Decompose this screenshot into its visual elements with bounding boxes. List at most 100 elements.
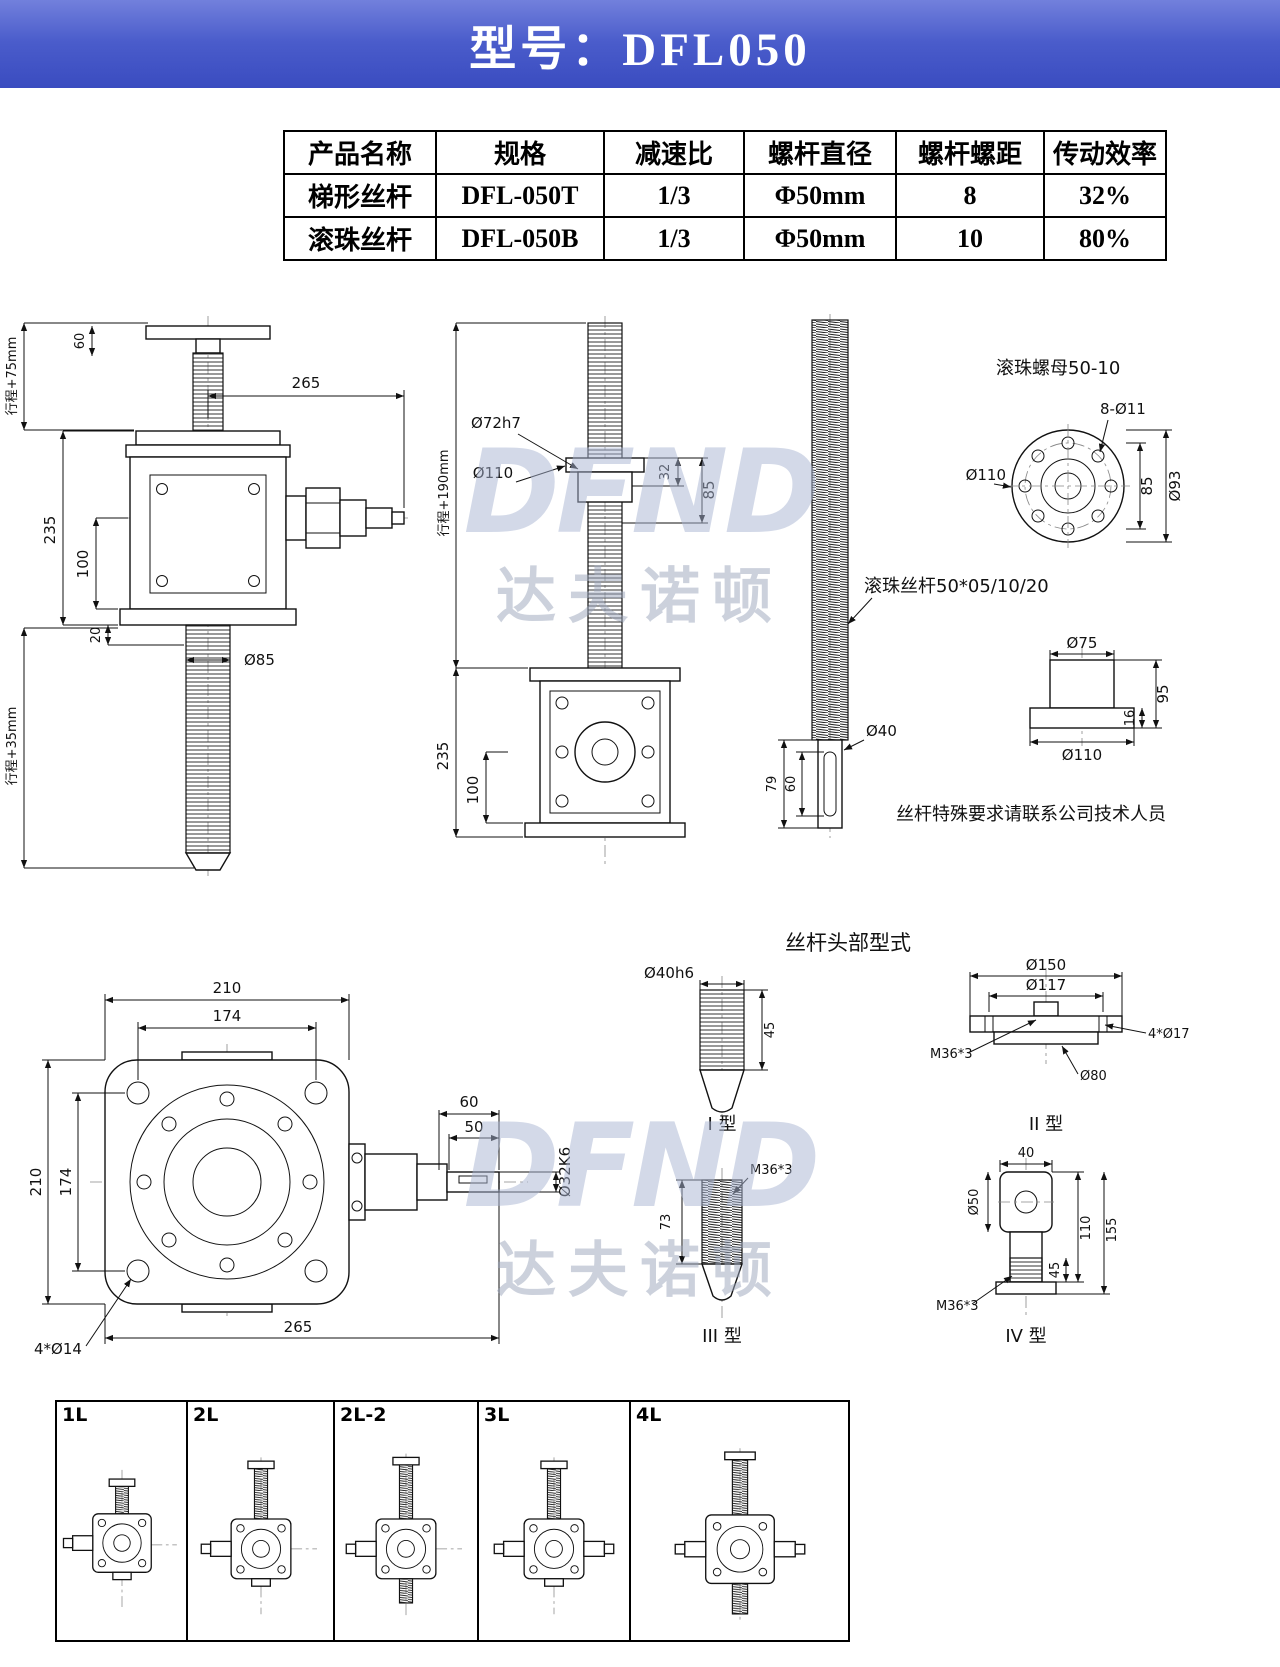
head-types-drawing: 丝杆头部型式 Ø40h6 45 I 型 bbox=[644, 931, 1190, 1347]
config-label: 2L bbox=[193, 1404, 219, 1426]
config-cell-2l: 2L bbox=[188, 1402, 335, 1640]
dim-label: 60 bbox=[459, 1093, 478, 1111]
config-label: 4L bbox=[636, 1404, 662, 1426]
dim-label: 174 bbox=[57, 1168, 75, 1197]
dim-label: 73 bbox=[659, 1214, 674, 1231]
dim-label: Ø40 bbox=[866, 722, 897, 740]
dim-label: Ø150 bbox=[1026, 956, 1066, 974]
cell: DFL-050T bbox=[435, 173, 605, 218]
config-cell-4l: 4L bbox=[631, 1402, 848, 1640]
config-drawing-2l-2 bbox=[345, 1453, 462, 1618]
dim-label: 20 bbox=[89, 627, 104, 644]
cell: 8 bbox=[895, 173, 1045, 218]
ball-nut-end-view bbox=[1006, 424, 1130, 548]
spec-table: 产品名称 规格 减速比 螺杆直径 螺杆螺距 传动效率 梯形丝杆 DFL-050T… bbox=[283, 130, 1168, 261]
page-title: 型号：DFL050 bbox=[469, 23, 811, 76]
col-header-pitch: 螺杆螺距 bbox=[895, 130, 1045, 175]
head-type-2: Ø150 Ø117 4*Ø17 M36*3 Ø80 II 型 bbox=[930, 956, 1190, 1135]
col-header-spec: 规格 bbox=[435, 130, 605, 175]
dim-label: 4*Ø17 bbox=[1148, 1027, 1190, 1042]
dim-label: 210 bbox=[27, 1168, 45, 1197]
config-drawing-2l bbox=[200, 1457, 317, 1615]
dim-label: 8-Ø11 bbox=[1100, 400, 1146, 418]
dim-label: Ø110 bbox=[966, 466, 1006, 484]
dim-label: Ø110 bbox=[1062, 746, 1102, 764]
top-view-drawing: 210 174 210 174 60 50 Ø32K6 bbox=[27, 979, 574, 1358]
cell: 1/3 bbox=[603, 173, 745, 218]
dim-label: Ø75 bbox=[1067, 634, 1098, 652]
header-banner: 型号：DFL050 bbox=[0, 0, 1280, 88]
dim-label: M36*3 bbox=[936, 1299, 979, 1314]
cell: Φ50mm bbox=[743, 173, 897, 218]
note-text: 丝杆特殊要求请联系公司技术人员 bbox=[896, 804, 1166, 825]
dim-label: 40 bbox=[1018, 1146, 1035, 1161]
front-view-body bbox=[119, 325, 405, 871]
cell: 滚珠丝杆 bbox=[283, 216, 437, 261]
dim-label: 110 bbox=[1079, 1216, 1094, 1241]
dim-label: Ø50 bbox=[967, 1189, 982, 1216]
dim-label: 95 bbox=[1154, 684, 1172, 703]
config-label: 2L-2 bbox=[340, 1404, 387, 1426]
dim-label: 60 bbox=[784, 776, 799, 793]
dim-label: 174 bbox=[213, 1007, 242, 1025]
table-row: 梯形丝杆 DFL-050T 1/3 Φ50mm 8 32% bbox=[283, 173, 1168, 218]
side-view-dimensions: Ø72h7 Ø110 32 85 行程+190mm 235 100 bbox=[434, 322, 718, 838]
dim-label: 100 bbox=[464, 776, 482, 805]
dim-label: 4*Ø14 bbox=[34, 1340, 82, 1358]
head-type-3: M36*3 73 III 型 bbox=[659, 1163, 793, 1347]
ball-screw-drawing: 滚珠丝杆50*05/10/20 Ø40 79 60 滚珠螺母50-10 bbox=[765, 314, 1184, 838]
table-row: 滚珠丝杆 DFL-050B 1/3 Φ50mm 10 80% bbox=[283, 216, 1168, 261]
cell: 80% bbox=[1042, 216, 1168, 261]
dim-label: 155 bbox=[1105, 1218, 1120, 1243]
cell: 10 bbox=[895, 216, 1045, 261]
config-drawing-3l bbox=[493, 1457, 615, 1615]
dim-label: Ø40h6 bbox=[644, 964, 694, 982]
flange-section bbox=[1029, 646, 1135, 746]
dim-label: Ø110 bbox=[473, 464, 513, 482]
cell: 1/3 bbox=[603, 216, 745, 261]
cell: Φ50mm bbox=[743, 216, 897, 261]
config-cell-2l-2: 2L-2 bbox=[335, 1402, 479, 1640]
ball-nut-title: 滚珠螺母50-10 bbox=[996, 358, 1120, 379]
type-label: IV 型 bbox=[1005, 1326, 1046, 1347]
dim-label: Ø117 bbox=[1026, 976, 1066, 994]
dim-label: 行程+190mm bbox=[437, 449, 452, 536]
dim-label: 45 bbox=[1048, 1262, 1063, 1279]
dim-label: Ø85 bbox=[244, 651, 275, 669]
config-cell-1l: 1L bbox=[57, 1402, 188, 1640]
type-label: III 型 bbox=[702, 1326, 742, 1347]
head-type-4: 40 Ø50 110 155 45 M36*3 IV 型 bbox=[936, 1146, 1120, 1347]
config-drawing-1l bbox=[62, 1469, 177, 1607]
dim-label: 100 bbox=[74, 550, 92, 579]
dim-label: 60 bbox=[73, 333, 88, 350]
front-view-drawing: 265 行程+75mm 60 235 100 20 Ø85 bbox=[5, 316, 408, 876]
cell: DFL-050B bbox=[435, 216, 605, 261]
dim-label: 16 bbox=[1123, 710, 1138, 727]
dim-label: 行程+35mm bbox=[5, 707, 20, 786]
dim-label: 265 bbox=[292, 374, 321, 392]
dim-label: 79 bbox=[765, 776, 780, 793]
cell: 32% bbox=[1042, 173, 1168, 218]
dim-label: 45 bbox=[763, 1022, 778, 1039]
ball-screw-label: 滚珠丝杆50*05/10/20 bbox=[864, 576, 1049, 597]
dim-label: Ø80 bbox=[1080, 1069, 1107, 1084]
dim-label: 85 bbox=[700, 480, 718, 499]
side-view-body bbox=[524, 322, 686, 838]
col-header-product: 产品名称 bbox=[283, 130, 437, 175]
config-label: 1L bbox=[62, 1404, 88, 1426]
dim-label: 235 bbox=[434, 742, 452, 771]
dim-label: 32 bbox=[658, 464, 673, 481]
dim-label: M36*3 bbox=[930, 1047, 973, 1062]
col-header-diameter: 螺杆直径 bbox=[743, 130, 897, 175]
side-view-drawing: Ø72h7 Ø110 32 85 行程+190mm 235 100 bbox=[434, 316, 718, 868]
top-view-dimensions: 210 174 210 174 60 50 Ø32K6 bbox=[27, 979, 574, 1358]
config-drawing-4l bbox=[674, 1448, 805, 1622]
dim-label: Ø93 bbox=[1166, 471, 1184, 502]
type-label: II 型 bbox=[1029, 1114, 1063, 1135]
dim-label: 50 bbox=[464, 1118, 483, 1136]
config-cell-3l: 3L bbox=[479, 1402, 631, 1640]
dim-label: 235 bbox=[41, 516, 59, 545]
dim-label: Ø72h7 bbox=[471, 414, 521, 432]
ball-screw-rod bbox=[811, 319, 849, 829]
dim-label: 行程+75mm bbox=[5, 337, 20, 416]
